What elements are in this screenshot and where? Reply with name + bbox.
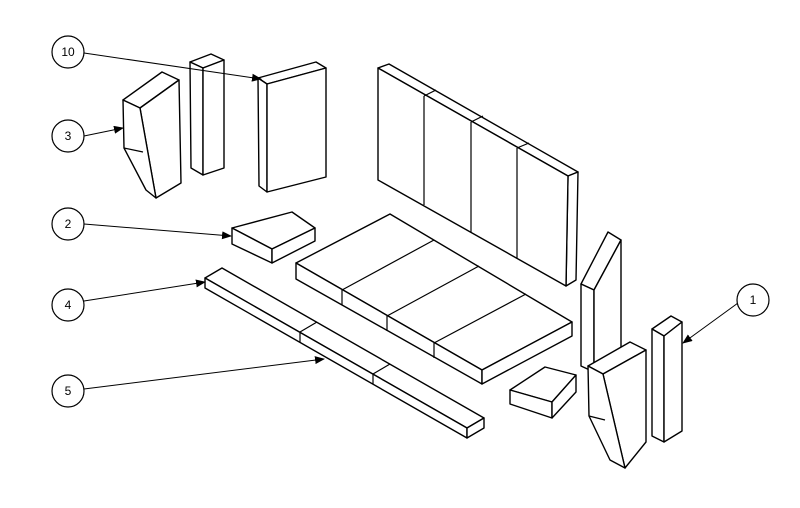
- back-wall-panels: [377, 63, 579, 287]
- callout-2: 2: [51, 207, 85, 241]
- callout-5: 5: [51, 374, 85, 408]
- callout-10-label: 10: [61, 45, 75, 59]
- callout-4: 4: [51, 288, 85, 322]
- leader-lines: [83, 52, 739, 390]
- floor-slab: [295, 213, 573, 385]
- callout-4-label: 4: [65, 298, 72, 312]
- brick-part-1-angled: [587, 341, 647, 469]
- callout-10: 10: [51, 35, 85, 69]
- brick-right-tall: [580, 231, 622, 373]
- brick-right-narrow: [651, 315, 683, 443]
- brick-part-10: [257, 61, 327, 193]
- callout-3-label: 3: [65, 129, 72, 143]
- brick-tall-narrow: [189, 53, 225, 176]
- callout-1-label: 1: [750, 293, 757, 307]
- callout-1: 1: [736, 283, 770, 317]
- callout-2-label: 2: [65, 217, 72, 231]
- callout-5-label: 5: [65, 384, 72, 398]
- long-bar-part-4-5: [204, 267, 485, 439]
- wedge-right: [509, 366, 577, 419]
- brick-part-3: [122, 71, 182, 199]
- callout-3: 3: [51, 119, 85, 153]
- wedge-part-2: [231, 211, 316, 264]
